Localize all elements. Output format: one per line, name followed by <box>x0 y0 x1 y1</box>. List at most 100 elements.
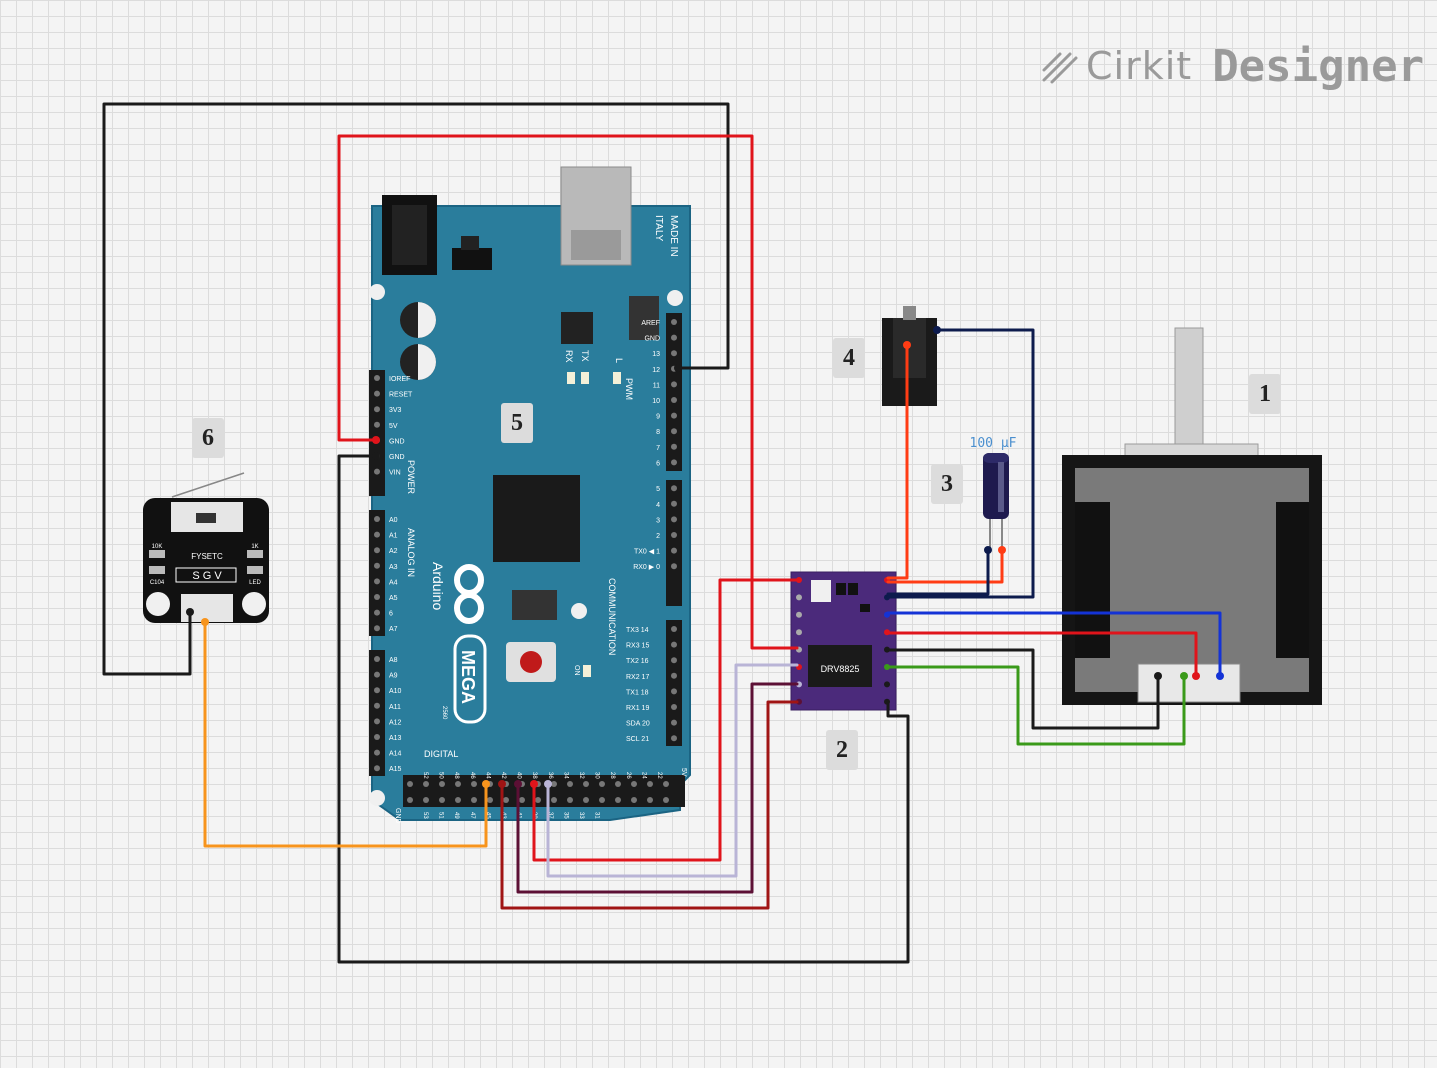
header-pin[interactable] <box>374 765 380 772</box>
header-pin[interactable] <box>615 781 621 787</box>
driver-pin-left[interactable] <box>796 611 802 618</box>
power-header[interactable] <box>369 370 385 496</box>
header-pin[interactable] <box>423 797 429 803</box>
header-pin[interactable] <box>671 641 677 648</box>
header-pin[interactable] <box>374 562 380 569</box>
header-pin[interactable] <box>374 749 380 756</box>
header-pin[interactable] <box>439 797 445 803</box>
header-pin[interactable] <box>374 468 380 475</box>
arduino-mega-board[interactable] <box>369 166 691 821</box>
header-pin[interactable] <box>455 781 461 787</box>
header-pin[interactable] <box>599 781 605 787</box>
driver-pin-left[interactable] <box>796 629 802 636</box>
power-label: POWER <box>406 460 416 495</box>
comm-pin-label: RX1 19 <box>626 705 649 712</box>
header-pin[interactable] <box>551 797 557 803</box>
dc-power-jack[interactable] <box>882 306 937 406</box>
header-pin[interactable] <box>671 704 677 710</box>
power-pin-label: 3V3 <box>389 407 402 414</box>
driver-pin-left[interactable] <box>796 594 802 601</box>
header-pin[interactable] <box>503 797 509 803</box>
header-pin[interactable] <box>671 657 677 664</box>
header-pin[interactable] <box>407 781 413 787</box>
digital-bottom-label: 37 <box>547 812 553 819</box>
header-pin[interactable] <box>671 443 677 450</box>
header-pin[interactable] <box>374 609 380 616</box>
pwm-header-2[interactable] <box>666 480 682 606</box>
header-pin[interactable] <box>519 797 525 803</box>
header-pin[interactable] <box>671 459 677 466</box>
header-pin[interactable] <box>671 412 677 419</box>
header-pin[interactable] <box>471 781 477 787</box>
header-pin[interactable] <box>374 625 380 632</box>
header-pin[interactable] <box>374 421 380 428</box>
header-pin[interactable] <box>374 702 380 709</box>
comm-header[interactable] <box>666 620 682 746</box>
header-pin[interactable] <box>671 428 677 435</box>
header-pin[interactable] <box>663 781 669 787</box>
header-pin[interactable] <box>671 735 677 742</box>
header-pin[interactable] <box>487 797 493 803</box>
analog-header-1[interactable] <box>369 510 385 636</box>
header-pin[interactable] <box>647 781 653 787</box>
header-pin[interactable] <box>647 797 653 803</box>
header-pin[interactable] <box>374 671 380 678</box>
arduino-brand-label: Arduino <box>430 562 446 610</box>
header-pin[interactable] <box>439 781 445 787</box>
header-pin[interactable] <box>671 319 677 325</box>
header-pin[interactable] <box>374 718 380 725</box>
driver-pin-left[interactable] <box>796 577 802 583</box>
header-pin[interactable] <box>374 547 380 554</box>
header-pin[interactable] <box>671 516 677 523</box>
header-pin[interactable] <box>567 781 573 787</box>
header-pin[interactable] <box>671 672 677 679</box>
header-pin[interactable] <box>671 500 677 507</box>
header-pin[interactable] <box>631 797 637 803</box>
header-pin[interactable] <box>423 781 429 787</box>
header-pin[interactable] <box>551 781 557 787</box>
analog-header-2[interactable] <box>369 650 385 776</box>
header-pin[interactable] <box>671 626 677 632</box>
header-pin[interactable] <box>671 397 677 403</box>
header-pin[interactable] <box>671 350 677 357</box>
pwm-header-1[interactable] <box>666 313 682 471</box>
header-pin[interactable] <box>583 781 589 787</box>
stepper-motor[interactable] <box>1062 327 1322 705</box>
header-pin[interactable] <box>671 334 677 341</box>
header-pin[interactable] <box>671 532 677 538</box>
header-pin[interactable] <box>374 390 380 397</box>
electrolytic-capacitor[interactable] <box>983 453 1009 550</box>
header-pin[interactable] <box>407 797 413 803</box>
endstop-r2-label: 1K <box>251 544 258 550</box>
header-pin[interactable] <box>663 797 669 803</box>
header-pin[interactable] <box>374 687 380 694</box>
header-pin[interactable] <box>599 797 605 803</box>
header-pin[interactable] <box>567 797 573 803</box>
potentiometer[interactable] <box>811 580 831 602</box>
mount-hole <box>369 284 385 300</box>
header-pin[interactable] <box>671 547 677 554</box>
header-pin[interactable] <box>374 734 380 740</box>
driver-pin-right[interactable] <box>884 681 890 688</box>
header-pin[interactable] <box>455 797 461 803</box>
digital-header[interactable] <box>403 775 685 807</box>
drv8825-driver[interactable]: DRV8825 <box>790 571 897 711</box>
header-pin[interactable] <box>583 797 589 803</box>
header-pin[interactable] <box>671 485 677 492</box>
header-pin[interactable] <box>374 531 380 538</box>
header-pin[interactable] <box>374 516 380 522</box>
header-pin[interactable] <box>374 375 380 381</box>
header-pin[interactable] <box>671 719 677 726</box>
header-pin[interactable] <box>631 781 637 787</box>
header-pin[interactable] <box>374 406 380 413</box>
header-pin[interactable] <box>374 656 380 662</box>
header-pin[interactable] <box>535 797 541 803</box>
header-pin[interactable] <box>671 688 677 695</box>
header-pin[interactable] <box>671 563 677 570</box>
header-pin[interactable] <box>671 381 677 388</box>
header-pin[interactable] <box>615 797 621 803</box>
header-pin[interactable] <box>374 594 380 600</box>
header-pin[interactable] <box>374 578 380 585</box>
endstop-switch[interactable]: FYSETC S G V 10K C104 1K LED <box>143 472 269 623</box>
header-pin[interactable] <box>471 797 477 803</box>
